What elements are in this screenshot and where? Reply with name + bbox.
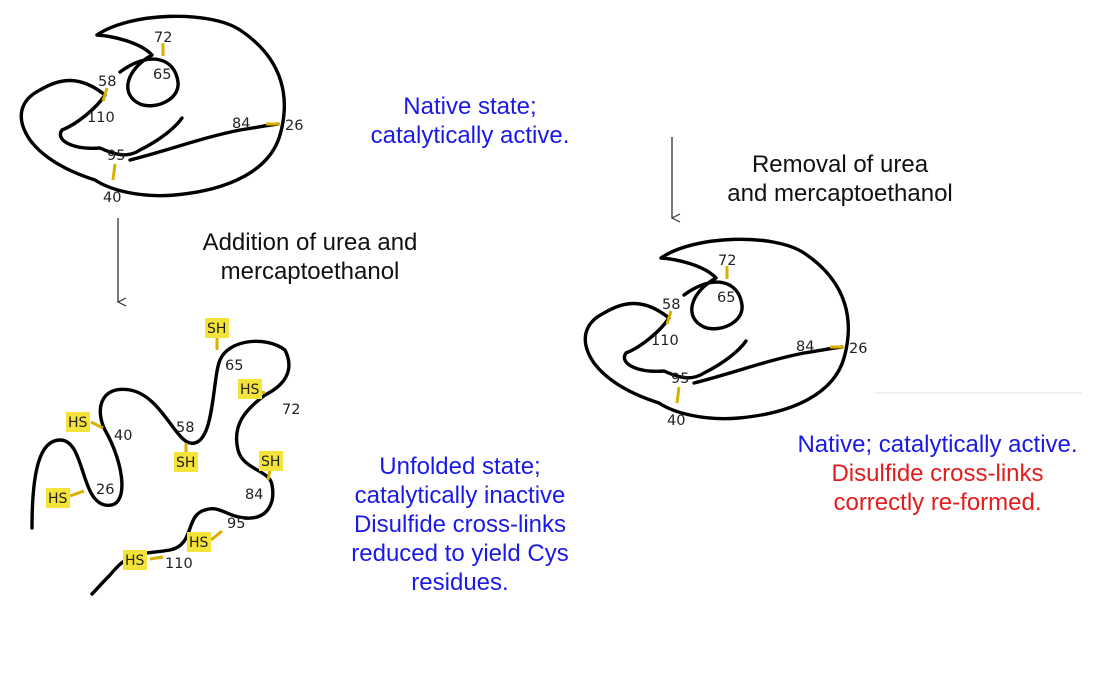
residue-26: 26 (285, 118, 303, 134)
reformed-caption-line-3: correctly re-formed. (833, 489, 1042, 516)
right-residue-84: 84 (796, 339, 814, 355)
reformed-caption-line-1: Native; catalytically active. (797, 431, 1078, 458)
residue-84: 84 (232, 116, 250, 132)
right-residue-72: 72 (718, 253, 736, 269)
hs95-stub (210, 529, 223, 542)
hs110-stub (149, 555, 164, 561)
unfolded-residue-72: 72 (282, 402, 300, 418)
hs95-highlight (187, 532, 211, 552)
hs95-label: HS (189, 535, 209, 551)
native-protein-right: 72 65 58 110 84 26 95 40 (583, 237, 1082, 429)
right-disulfide-40-95 (675, 386, 681, 404)
residue-40: 40 (103, 190, 121, 206)
unfolded-residue-110: 110 (165, 556, 193, 572)
native-state-caption: Native state; catalytically active. (320, 92, 620, 150)
hs110-label: HS (125, 553, 145, 569)
native-chain-right (583, 237, 850, 421)
hs110-highlight (123, 550, 147, 570)
right-residue-26: 26 (849, 341, 867, 357)
unfolded-protein: SH HS HS SH SH HS HS HS 65 72 58 40 84 2… (30, 318, 300, 596)
right-residue-58: 58 (662, 297, 680, 313)
unfolded-state-caption: Unfolded state; catalytically inactive D… (320, 452, 600, 597)
denature-caption-line-2: mercaptoethanol (220, 258, 400, 285)
unfolded-residue-40: 40 (114, 428, 132, 444)
residue-95: 95 (107, 148, 125, 164)
unfolded-residue-26: 26 (96, 482, 114, 498)
unfolded-caption-line-4: reduced to yield Cys (351, 540, 569, 567)
native-protein-top: 72 65 58 110 84 26 95 40 (19, 14, 303, 206)
residue-65: 65 (153, 67, 171, 83)
hs72-highlight (238, 379, 262, 399)
disulfide-58-110 (101, 87, 109, 102)
native-chain-top (19, 14, 286, 198)
hs26-label: HS (48, 491, 68, 507)
denature-caption-line-1: Addition of urea and (202, 229, 418, 256)
unfolded-caption-line-2: catalytically inactive (354, 482, 566, 509)
hs40-highlight (66, 412, 90, 432)
renature-step-caption: Removal of urea and mercaptoethanol (690, 150, 990, 208)
unfolded-caption-line-5: residues. (411, 569, 509, 596)
right-residue-95: 95 (671, 371, 689, 387)
unfolded-residue-65: 65 (225, 358, 243, 374)
residue-110: 110 (87, 110, 115, 126)
sh58-label: SH (176, 455, 195, 471)
unfolded-residue-84: 84 (245, 487, 263, 503)
residue-72: 72 (154, 30, 172, 46)
sh84-highlight (259, 451, 283, 471)
sh65-highlight (205, 318, 229, 338)
sh84-label: SH (261, 454, 280, 470)
native-reformed-caption: Native; catalytically active. Disulfide … (760, 430, 1115, 517)
unfolded-caption-line-3: Disulfide cross-links (353, 511, 567, 538)
native-caption-line-1: Native state; (403, 93, 537, 120)
hs40-stub (90, 420, 104, 430)
unfolded-caption-line-1: Unfolded state; (379, 453, 541, 480)
residue-58: 58 (98, 74, 116, 90)
hs40-label: HS (68, 415, 88, 431)
hs26-stub (69, 489, 85, 498)
sh65-label: SH (207, 321, 226, 337)
right-residue-110: 110 (651, 333, 679, 349)
renature-caption-line-2: and mercaptoethanol (727, 180, 953, 207)
renature-caption-line-1: Removal of urea (751, 151, 929, 178)
hs26-highlight (46, 488, 70, 508)
denature-step-caption: Addition of urea and mercaptoethanol (140, 228, 480, 286)
disulfide-40-95 (111, 163, 117, 181)
right-residue-65: 65 (717, 290, 735, 306)
unfolded-residue-58: 58 (176, 420, 194, 436)
native-caption-line-2: catalytically active. (370, 122, 570, 149)
unfolded-chain (30, 339, 291, 596)
reformed-caption-line-2: Disulfide cross-links (831, 460, 1044, 487)
sh84-stub (266, 469, 272, 481)
right-disulfide-58-110 (665, 310, 673, 325)
hs72-label: HS (240, 382, 260, 398)
sh58-highlight (174, 452, 198, 472)
unfolded-residue-95: 95 (227, 516, 245, 532)
right-residue-40: 40 (667, 413, 685, 429)
